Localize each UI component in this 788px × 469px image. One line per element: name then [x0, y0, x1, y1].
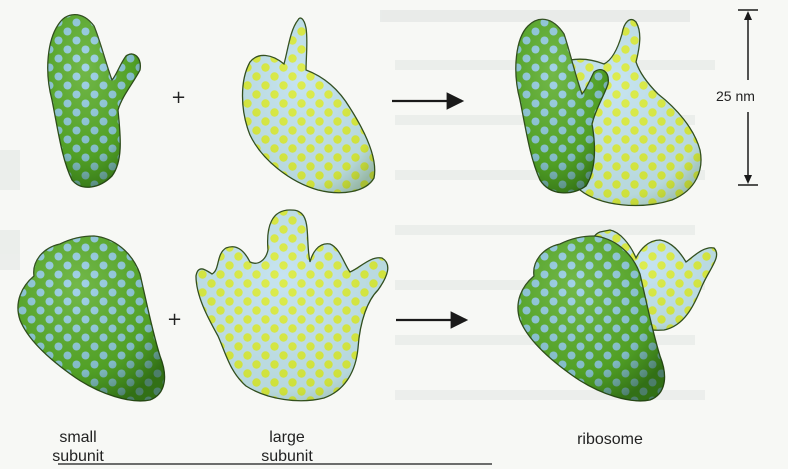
scale-bar-label: 25 nm: [716, 88, 755, 104]
small-subunit-label: small subunit: [38, 428, 118, 466]
ribosome-top: [516, 19, 701, 205]
small-subunit-label-line1: small: [38, 428, 118, 447]
large-subunit-label-line1: large: [247, 428, 327, 447]
ribosome-label: ribosome: [560, 430, 660, 449]
large-subunit-bottom: [196, 210, 388, 401]
plus-sign-bottom: +: [167, 309, 182, 330]
small-subunit-top: [48, 15, 141, 188]
large-subunit-top: [243, 18, 375, 193]
small-subunit-label-line2: subunit: [38, 447, 118, 466]
large-subunit-label: large subunit: [247, 428, 327, 466]
small-subunit-bottom: [18, 236, 165, 401]
ribosome-bottom: [518, 230, 717, 401]
large-subunit-label-line2: subunit: [247, 447, 327, 466]
plus-sign-top: +: [171, 87, 186, 108]
